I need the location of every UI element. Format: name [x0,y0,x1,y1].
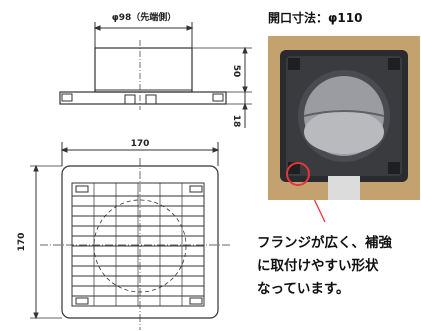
flange-highlight-circle [286,162,310,186]
opening-size-title: 開口寸法：φ110 [268,11,363,25]
width-dimension-label: 170 [131,139,150,149]
height-dimension-18: 18 [231,115,241,128]
side-dimension-label: 170 [17,233,27,252]
callout-line-1: フランジが広く、補強 [257,235,392,251]
callout-line-2: に取付けやすい形状 [257,258,379,274]
callout-line-3: なっています。 [257,281,350,297]
height-dimension-50: 50 [231,65,241,78]
product-photo [268,36,420,200]
side-view [59,22,252,128]
front-view [30,142,230,330]
top-dimension-label: φ98（先端側） [112,11,177,23]
callout-text: フランジが広く、補強 に取付けやすい形状 なっています。 [257,232,421,301]
